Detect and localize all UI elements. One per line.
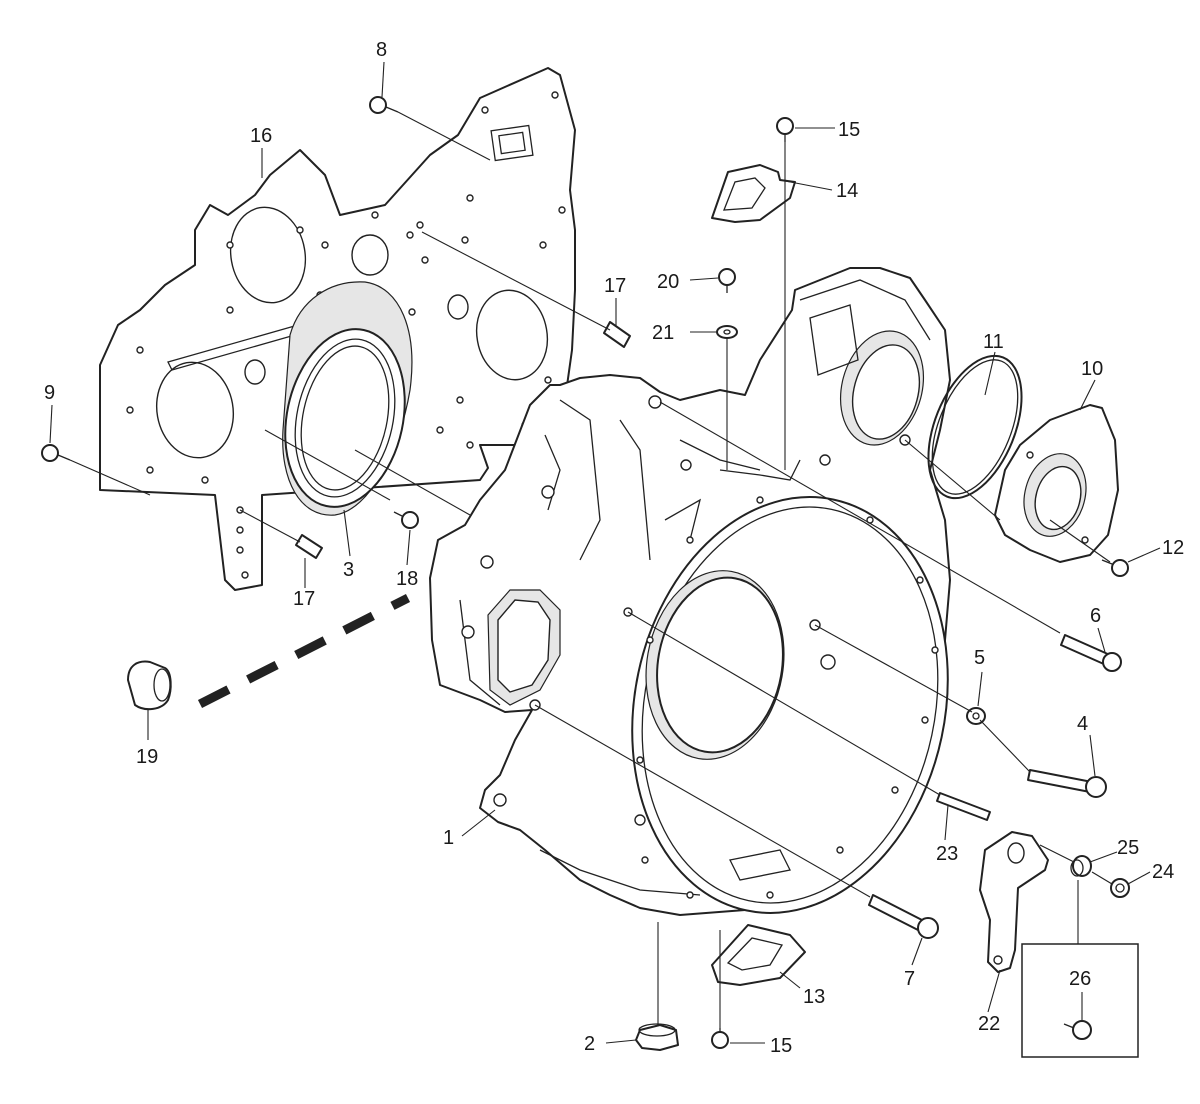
callout-24: 24 xyxy=(1152,861,1174,883)
callout-3: 3 xyxy=(343,559,354,581)
callout-9: 9 xyxy=(44,382,55,404)
dowel-17-lower xyxy=(295,534,323,559)
bolt-7 xyxy=(868,894,939,939)
callout-5: 5 xyxy=(974,647,985,669)
stud-23 xyxy=(936,792,991,821)
callout-20: 20 xyxy=(657,271,679,293)
flange-cover xyxy=(994,404,1119,563)
hose-line xyxy=(197,593,411,709)
callout-19: 19 xyxy=(136,746,158,768)
callout-18: 18 xyxy=(396,568,418,590)
plug-2 xyxy=(635,1023,679,1051)
bolt-15-lower xyxy=(711,1028,729,1049)
callout-6: 6 xyxy=(1090,605,1101,627)
callout-2: 2 xyxy=(584,1033,595,1055)
callout-14: 14 xyxy=(836,180,858,202)
spacer-25 xyxy=(1070,855,1092,877)
callout-12: 12 xyxy=(1162,537,1184,559)
bolt-18 xyxy=(393,511,419,529)
callout-7: 7 xyxy=(904,968,915,990)
leader-lines xyxy=(49,61,1161,1044)
callout-17-lower: 17 xyxy=(293,588,315,610)
flywheel-housing xyxy=(429,267,951,916)
callout-25: 25 xyxy=(1117,837,1139,859)
assembly-lines xyxy=(69,111,1113,1028)
bolt-26 xyxy=(1063,1020,1092,1040)
plug-19 xyxy=(127,660,172,711)
callout-26: 26 xyxy=(1069,968,1091,990)
crankshaft-seal xyxy=(282,281,413,516)
bolt-9 xyxy=(41,444,71,462)
cover-plate-lower xyxy=(711,924,806,986)
bolt-4 xyxy=(1027,769,1107,798)
callouts: 1 2 3 4 5 6 7 8 9 10 11 12 13 14 15 15 1… xyxy=(44,39,1184,1057)
washer-21 xyxy=(716,325,738,339)
nut-24 xyxy=(1110,878,1130,898)
callout-17-upper: 17 xyxy=(604,275,626,297)
bracket xyxy=(979,831,1049,973)
bolt-6 xyxy=(1060,634,1122,672)
callout-23: 23 xyxy=(936,843,958,865)
callout-10: 10 xyxy=(1081,358,1103,380)
bolt-20 xyxy=(718,268,736,293)
callout-13: 13 xyxy=(803,986,825,1008)
bolt-12 xyxy=(1101,559,1129,577)
bolt-15-upper xyxy=(776,117,794,142)
callout-8: 8 xyxy=(376,39,387,61)
callout-22: 22 xyxy=(978,1013,1000,1035)
dowel-17-upper xyxy=(603,321,631,348)
cover-plate-upper xyxy=(711,164,796,223)
fasteners xyxy=(41,96,1130,1049)
o-ring xyxy=(927,354,1023,500)
callout-15-upper: 15 xyxy=(838,119,860,141)
callout-16: 16 xyxy=(250,125,272,147)
inset-box xyxy=(1021,943,1139,1058)
callout-4: 4 xyxy=(1077,713,1088,735)
callout-15-lower: 15 xyxy=(770,1035,792,1057)
bolt-8 xyxy=(369,96,399,114)
callout-21: 21 xyxy=(652,322,674,344)
callout-11: 11 xyxy=(983,331,1004,353)
callout-1: 1 xyxy=(443,827,454,849)
